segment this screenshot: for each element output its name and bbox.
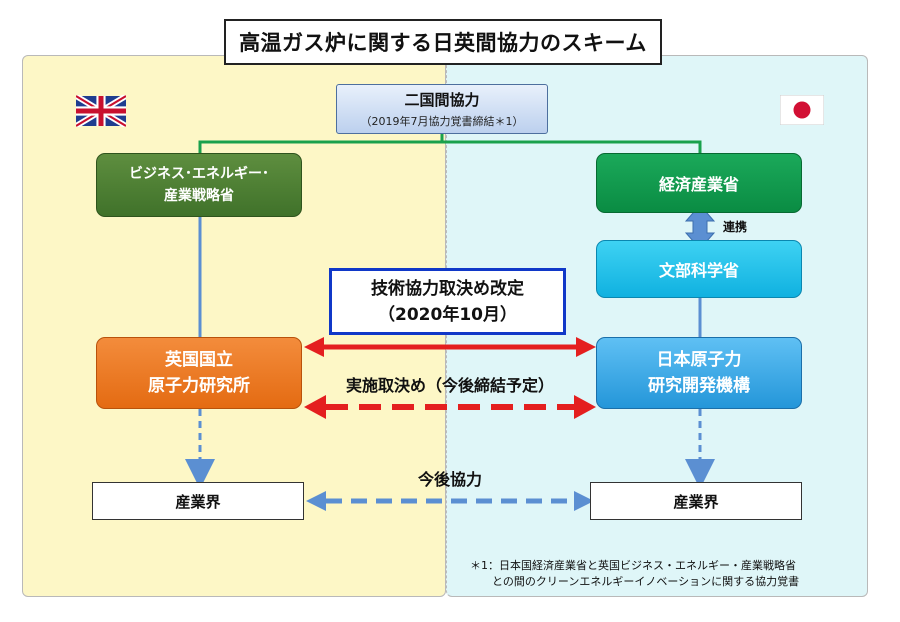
cooperation-label: 連携 bbox=[723, 220, 748, 234]
footnote: ＊1：日本国経済産業省と英国ビジネス・エネルギー・産業戦略省 との間のクリーンエ… bbox=[470, 558, 860, 590]
japan-flag-icon bbox=[780, 95, 824, 125]
uk-lab-line2: 原子力研究所 bbox=[148, 376, 250, 396]
bilateral-cooperation-box: 二国間協力 （2019年7月協力覚書締結＊1） bbox=[336, 84, 548, 134]
uk-lab-line1: 英国国立 bbox=[165, 350, 233, 370]
japan-industry-box: 産業界 bbox=[590, 482, 802, 520]
uk-ministry-box: ビジネス･エネルギー･ 産業戦略省 bbox=[96, 153, 302, 217]
japan-lab-box: 日本原子力 研究開発機構 bbox=[596, 337, 802, 409]
footnote-line2: との間のクリーンエネルギーイノベーションに関する協力覚書 bbox=[492, 575, 800, 588]
mext-box: 文部科学省 bbox=[596, 240, 802, 298]
implementing-arrangement-arrow bbox=[304, 395, 596, 419]
bilateral-label: 二国間協力 bbox=[404, 91, 480, 109]
tech-agreement-box: 技術協力取決め改定 （2020年10月） bbox=[329, 268, 566, 335]
japan-lab-line2: 研究開発機構 bbox=[648, 376, 750, 396]
uk-ministry-line1: ビジネス･エネルギー･ bbox=[129, 166, 269, 182]
uk-lab-box: 英国国立 原子力研究所 bbox=[96, 337, 302, 409]
future-cooperation-arrow bbox=[306, 491, 594, 511]
implementing-arrangement-label: 実施取決め（今後締結予定） bbox=[345, 376, 554, 395]
tech-agreement-line1: 技術協力取決め改定 bbox=[371, 278, 524, 299]
tech-agreement-line2: （2020年10月） bbox=[378, 304, 517, 325]
bilateral-note: （2019年7月協力覚書締結＊1） bbox=[360, 115, 524, 128]
future-cooperation-label: 今後協力 bbox=[417, 470, 482, 489]
bilateral-connector bbox=[198, 140, 702, 153]
japan-lab-line1: 日本原子力 bbox=[656, 350, 742, 370]
diagram-title: 高温ガス炉に関する日英間協力のスキーム bbox=[224, 19, 662, 65]
uk-flag-icon bbox=[76, 95, 126, 127]
uk-ministry-line2: 産業戦略省 bbox=[164, 188, 234, 204]
uk-industry-box: 産業界 bbox=[92, 482, 304, 520]
footnote-line1: ＊1：日本国経済産業省と英国ビジネス・エネルギー・産業戦略省 bbox=[470, 559, 796, 572]
meti-box: 経済産業省 bbox=[596, 153, 802, 213]
tech-agreement-arrow bbox=[304, 337, 596, 357]
